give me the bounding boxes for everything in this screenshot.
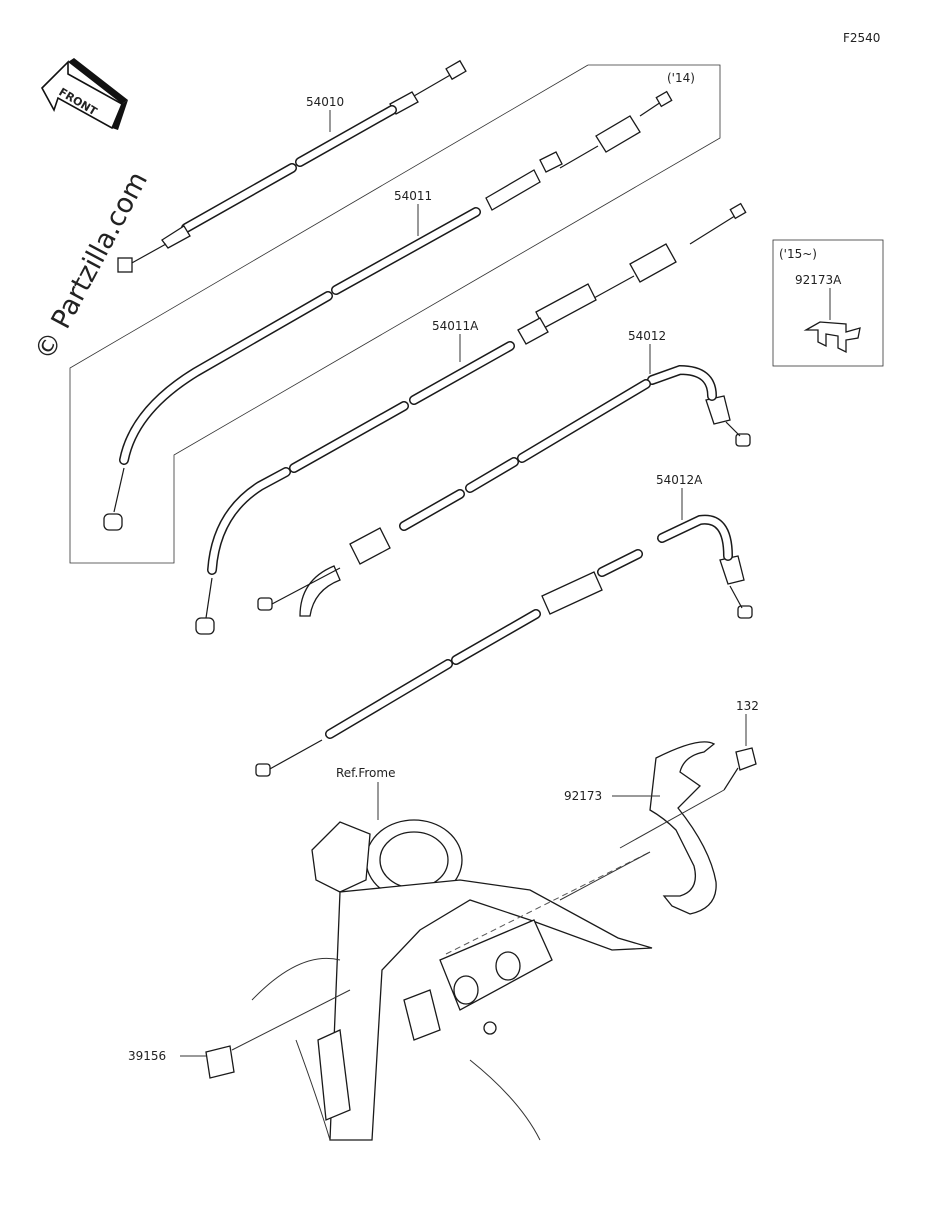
clamp-92173A-icon — [803, 321, 861, 354]
cable-54011: 54011 — [103, 90, 673, 531]
watermark: © Partzilla.com — [29, 167, 154, 366]
label-39156: 39156 — [128, 1049, 166, 1063]
label-92173A: 92173A — [795, 273, 842, 287]
leader-132 — [619, 789, 725, 849]
label-92173: 92173 — [564, 789, 602, 803]
label-54011: 54011 — [394, 189, 432, 203]
ref-frame-label: Ref.Frome — [336, 766, 395, 780]
leader-frame-clamp — [559, 851, 651, 901]
bolt-132: 132 — [723, 699, 759, 791]
label-54012: 54012 — [628, 329, 666, 343]
front-arrow-icon: FRONT — [41, 58, 128, 130]
label-54012A: 54012A — [656, 473, 703, 487]
inset-year-note: ('15~) — [779, 247, 817, 261]
label-132: 132 — [736, 699, 759, 713]
label-54010: 54010 — [306, 95, 344, 109]
cable-54012A: 54012A — [255, 473, 753, 777]
frame-reference: Ref.Frome — [251, 766, 653, 1141]
clamp-92173: 92173 — [564, 741, 717, 915]
label-54011A: 54011A — [432, 319, 479, 333]
dashed-guide — [445, 851, 651, 955]
year-14-note: ('14) — [667, 71, 695, 85]
cable-54011A: 54011A — [195, 202, 747, 635]
inset-box: ('15~) 92173A — [772, 239, 884, 367]
year-14-box — [69, 64, 721, 564]
cable-54012: 54012 — [257, 329, 751, 617]
label-sticker-39156: 39156 — [128, 989, 351, 1079]
cable-54010: 54010 — [117, 59, 467, 273]
diagram-code: F2540 — [843, 31, 880, 45]
